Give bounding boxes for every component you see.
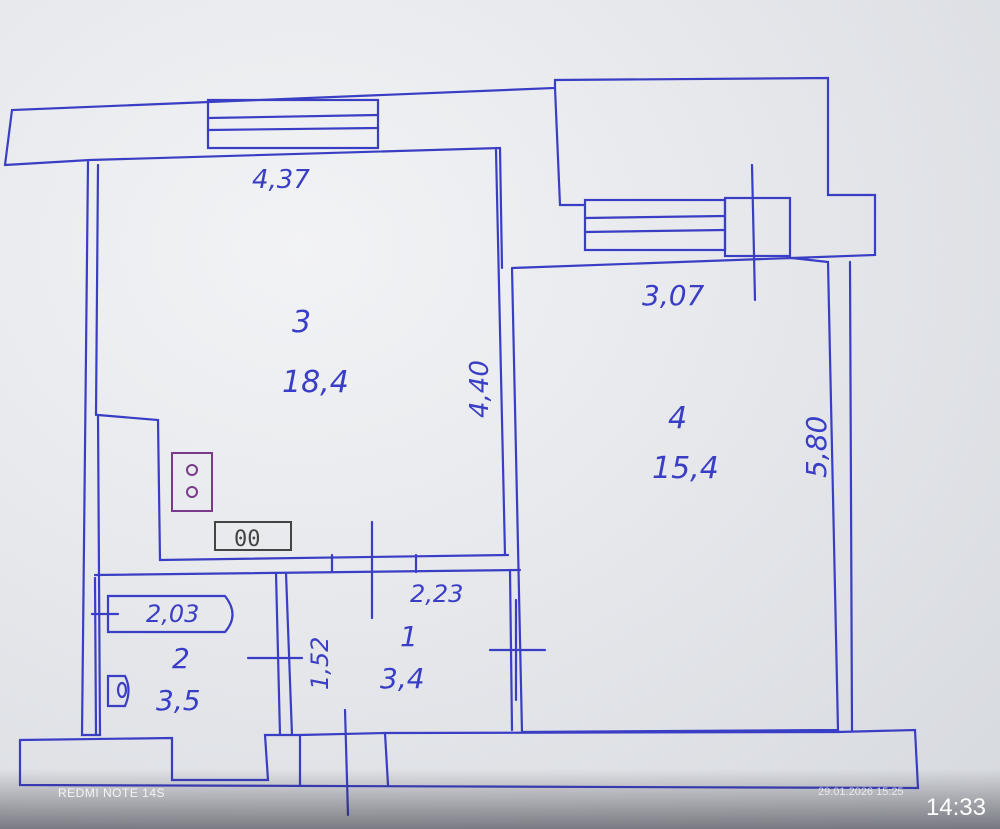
room3-depth-label: 4,40 [465, 360, 495, 418]
room4-width-label: 3,07 [642, 279, 705, 312]
room3-number: 3 [292, 305, 311, 340]
room1-area: 3,4 [380, 662, 425, 695]
room2-area: 3,5 [156, 684, 201, 717]
camera-watermark: REDMI NOTE 14S [58, 786, 166, 800]
room2-number: 2 [172, 642, 190, 675]
stove-label: 00 [234, 527, 261, 552]
room1-number: 1 [400, 620, 418, 653]
bath-width-label: 2,03 [146, 600, 199, 628]
status-bar-time: 14:33 [925, 794, 986, 821]
bottom-shade [0, 769, 1000, 829]
window-top-right [583, 198, 727, 252]
top-wall-inner [3, 146, 504, 270]
room3-width-label: 4,37 [252, 165, 310, 195]
photo-timestamp: 29.01.2026 15:25 [818, 786, 904, 798]
window-top-left [206, 98, 380, 150]
top-wall [3, 76, 877, 260]
sink-icon [214, 521, 292, 551]
room4-area: 15,4 [652, 451, 719, 486]
room4-depth-label: 5,80 [800, 416, 833, 478]
room-3-outline [80, 160, 510, 737]
room-4-outline [510, 256, 840, 734]
room3-area: 18,4 [282, 365, 349, 400]
bathtub [106, 594, 234, 634]
toilet [106, 674, 130, 708]
room4-number: 4 [668, 401, 687, 436]
hall-width-label: 2,23 [410, 580, 463, 608]
hall-depth-label: 1,52 [306, 637, 334, 690]
stove-icon [171, 452, 213, 512]
